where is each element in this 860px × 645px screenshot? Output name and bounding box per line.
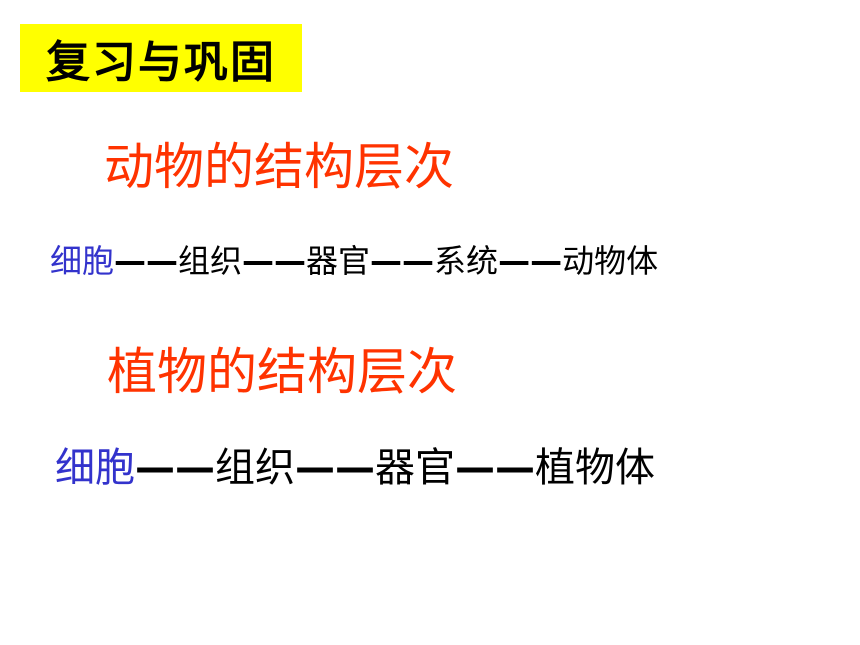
animal-structure-chain: 细胞——组织——器官——系统——动物体 (50, 245, 658, 277)
chain-separator: —— (114, 242, 179, 280)
chain-term-animal-body: 动物体 (562, 242, 659, 280)
chain-term-system: 系统 (434, 242, 499, 280)
chain-separator: —— (498, 242, 563, 280)
review-label: 复习与巩固 (46, 37, 276, 88)
chain-term-cell: 细胞 (50, 242, 115, 280)
review-badge: 复习与巩固 (20, 24, 302, 92)
plant-structure-chain: 细胞——组织——器官——植物体 (55, 448, 655, 488)
chain-term-organ: 器官 (306, 242, 371, 280)
chain-term-plant-body: 植物体 (535, 445, 655, 491)
chain-term-organ: 器官 (375, 445, 455, 491)
chain-separator: —— (455, 445, 535, 491)
chain-separator: —— (135, 445, 215, 491)
chain-separator: —— (242, 242, 307, 280)
chain-term-tissue: 组织 (178, 242, 243, 280)
chain-term-tissue: 组织 (215, 445, 295, 491)
plant-structure-heading: 植物的结构层次 (107, 343, 457, 401)
chain-separator: —— (370, 242, 435, 280)
animal-structure-heading: 动物的结构层次 (104, 138, 454, 196)
chain-separator: —— (295, 445, 375, 491)
chain-term-cell: 细胞 (55, 445, 135, 491)
